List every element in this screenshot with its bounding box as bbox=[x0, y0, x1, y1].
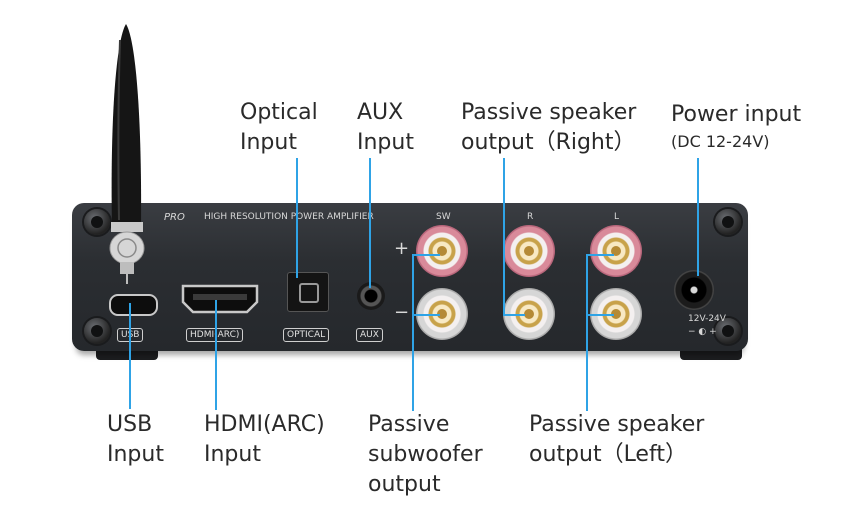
dc-power-jack[interactable] bbox=[674, 270, 714, 310]
optical-port-label: OPTICAL bbox=[283, 328, 330, 342]
l-positive-terminal[interactable] bbox=[590, 225, 642, 277]
aux-label-line2: Input bbox=[357, 130, 414, 155]
sub-label-line3: output bbox=[368, 472, 441, 497]
screw-top-left-icon bbox=[84, 209, 110, 235]
usb-label-line2: Input bbox=[107, 442, 164, 467]
optical-input-label: Optical Input bbox=[240, 98, 318, 158]
aux-input-label: AUX Input bbox=[357, 98, 414, 158]
right-output-leader-vertical bbox=[503, 158, 505, 315]
sw-channel-label: SW bbox=[436, 212, 451, 222]
usb-input-label: USB Input bbox=[107, 410, 164, 470]
hdmi-leader-line bbox=[215, 300, 217, 410]
subwoofer-leader-top bbox=[412, 254, 440, 256]
optical-leader-line bbox=[296, 158, 298, 278]
hdmi-port[interactable] bbox=[181, 284, 259, 314]
hdmi-label-line2: Input bbox=[204, 442, 261, 467]
hdmi-port-label: HDMI(ARC) bbox=[186, 328, 244, 342]
power-leader-line bbox=[697, 158, 699, 276]
screw-bottom-left-icon bbox=[84, 318, 110, 344]
optical-port-opening bbox=[299, 283, 319, 303]
l-channel-label: L bbox=[614, 212, 620, 222]
subwoofer-leader-line bbox=[412, 255, 414, 411]
plus-sign: + bbox=[394, 238, 410, 259]
amplifier-rear-panel bbox=[72, 203, 748, 351]
dc-voltage-label: 12V-24V bbox=[688, 314, 726, 324]
aux-leader-line bbox=[369, 158, 371, 288]
optical-label-line1: Optical bbox=[240, 100, 318, 125]
usb-c-port[interactable] bbox=[109, 294, 158, 316]
left-output-leader-vertical bbox=[586, 255, 588, 411]
model-text: HIGH RESOLUTION POWER AMPLIFIER bbox=[204, 212, 374, 222]
optical-label-line2: Input bbox=[240, 130, 297, 155]
subwoofer-output-label: Passive subwoofer output bbox=[368, 410, 483, 500]
screw-bottom-right-icon bbox=[715, 318, 741, 344]
power-label-line1: Power input bbox=[671, 102, 802, 127]
brand-text: PRO bbox=[164, 212, 185, 223]
sub-label-line1: Passive bbox=[368, 412, 450, 437]
r-positive-terminal[interactable] bbox=[503, 225, 555, 277]
minus-sign: − bbox=[394, 302, 410, 323]
passive-speaker-left-label: Passive speaker output（Left） bbox=[529, 410, 704, 470]
right-label-line1: Passive speaker bbox=[461, 100, 637, 125]
subwoofer-leader-bottom bbox=[412, 314, 440, 316]
sw-positive-terminal[interactable] bbox=[416, 225, 468, 277]
left-output-leader-top bbox=[586, 254, 614, 256]
power-input-sublabel: (DC 12-24V) bbox=[671, 132, 770, 152]
optical-port[interactable] bbox=[287, 272, 329, 312]
left-output-leader-bottom bbox=[586, 314, 614, 316]
usb-label-line1: USB bbox=[107, 412, 153, 437]
sub-label-line2: subwoofer bbox=[368, 442, 483, 467]
dc-polarity-icon: − ◐ + bbox=[688, 327, 717, 337]
aux-port[interactable] bbox=[357, 282, 385, 310]
power-input-label: Power input bbox=[671, 100, 801, 130]
hdmi-label-line1: HDMI(ARC) bbox=[204, 412, 325, 437]
r-channel-label: R bbox=[527, 212, 534, 222]
aux-port-label: AUX bbox=[356, 328, 383, 342]
aux-label-line1: AUX bbox=[357, 100, 404, 125]
usb-leader-line bbox=[129, 303, 131, 409]
power-label-line2: (DC 12-24V) bbox=[671, 132, 770, 151]
screw-top-right-icon bbox=[715, 209, 741, 235]
hdmi-input-label: HDMI(ARC) Input bbox=[204, 410, 325, 470]
right-output-leader-horizontal bbox=[503, 314, 525, 316]
left-label-line2: output（Left） bbox=[529, 442, 687, 467]
left-label-line1: Passive speaker bbox=[529, 412, 705, 437]
passive-speaker-right-label: Passive speaker output（Right） bbox=[461, 98, 636, 158]
right-label-line2: output（Right） bbox=[461, 130, 636, 155]
